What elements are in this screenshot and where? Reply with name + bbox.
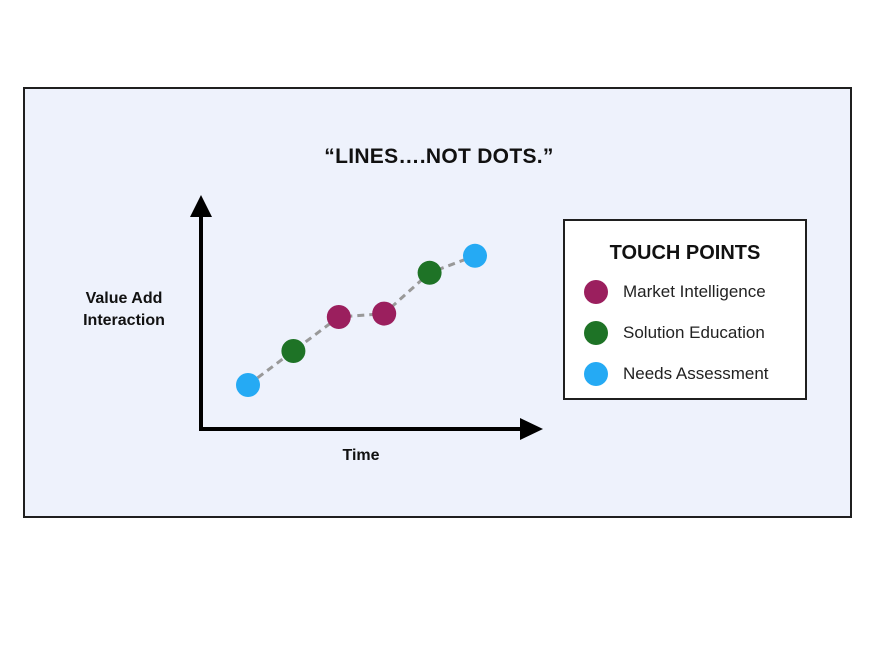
x-axis-label: Time	[342, 447, 380, 464]
legend-item-solution-education: Solution Education	[584, 320, 765, 346]
legend-label: Solution Education	[623, 323, 765, 342]
y-axis-label: Value Add Interaction	[83, 290, 165, 329]
legend-item-market-intelligence: Market Intelligence	[584, 279, 766, 305]
legend-item-needs-assessment: Needs Assessment	[584, 361, 769, 387]
x-axis-arrow-icon	[520, 418, 543, 440]
legend: TOUCH POINTS Market Intelligence Solutio…	[563, 219, 807, 400]
legend-label: Market Intelligence	[623, 282, 766, 301]
legend-swatch-solution-education	[584, 321, 608, 345]
legend-label: Needs Assessment	[623, 364, 769, 383]
data-point-group	[236, 243, 487, 397]
data-point-needs-assessment	[236, 373, 260, 397]
data-point-market-intelligence	[372, 301, 397, 326]
legend-swatch-needs-assessment	[584, 362, 608, 386]
data-point-market-intelligence	[326, 305, 351, 329]
legend-title: TOUCH POINTS	[609, 242, 761, 264]
data-point-needs-assessment	[463, 243, 487, 268]
diagram-title: “LINES….NOT DOTS.”	[324, 145, 554, 168]
legend-swatch-market-intelligence	[584, 280, 608, 304]
data-point-solution-education	[417, 260, 442, 285]
data-point-solution-education	[281, 339, 306, 363]
y-axis-arrow-icon	[190, 195, 212, 217]
